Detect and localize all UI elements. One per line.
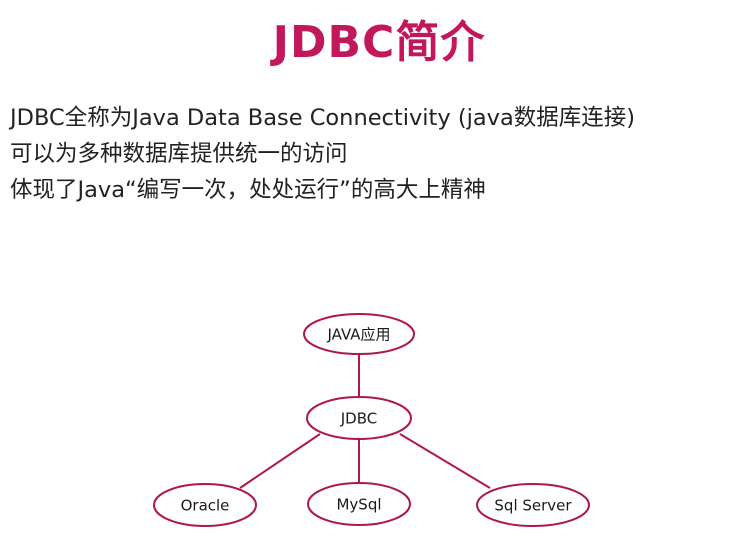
node-jdbc-shape bbox=[306, 396, 412, 440]
description-line-1: JDBC全称为Java Data Base Connectivity (java… bbox=[10, 105, 636, 131]
description-line-2: 可以为多种数据库提供统一的访问 bbox=[10, 141, 348, 167]
node-sqlserver-shape bbox=[476, 483, 590, 527]
edge-jdbc-to-sqlserver bbox=[399, 433, 491, 489]
node-sqlserver-label: Sql Server bbox=[494, 497, 572, 515]
edge-jdbc-to-oracle bbox=[239, 433, 321, 489]
node-java-app-shape bbox=[303, 313, 415, 355]
node-java-app-label: JAVA应用 bbox=[326, 326, 390, 344]
node-mysql: MySql bbox=[307, 482, 411, 526]
node-oracle-label: Oracle bbox=[181, 497, 230, 515]
node-jdbc: JDBC bbox=[306, 396, 412, 440]
node-oracle-shape bbox=[153, 483, 257, 527]
node-sqlserver: Sql Server bbox=[476, 483, 590, 527]
node-mysql-label: MySql bbox=[336, 496, 381, 514]
page-title: JDBC简介 bbox=[272, 17, 486, 68]
node-mysql-shape bbox=[307, 482, 411, 526]
description-line-3: 体现了Java“编写一次，处处运行”的高大上精神 bbox=[10, 177, 486, 203]
description-block: JDBC全称为Java Data Base Connectivity (java… bbox=[10, 100, 746, 208]
node-java-app: JAVA应用 bbox=[303, 313, 415, 355]
node-jdbc-label: JDBC bbox=[340, 410, 377, 428]
node-oracle: Oracle bbox=[153, 483, 257, 527]
